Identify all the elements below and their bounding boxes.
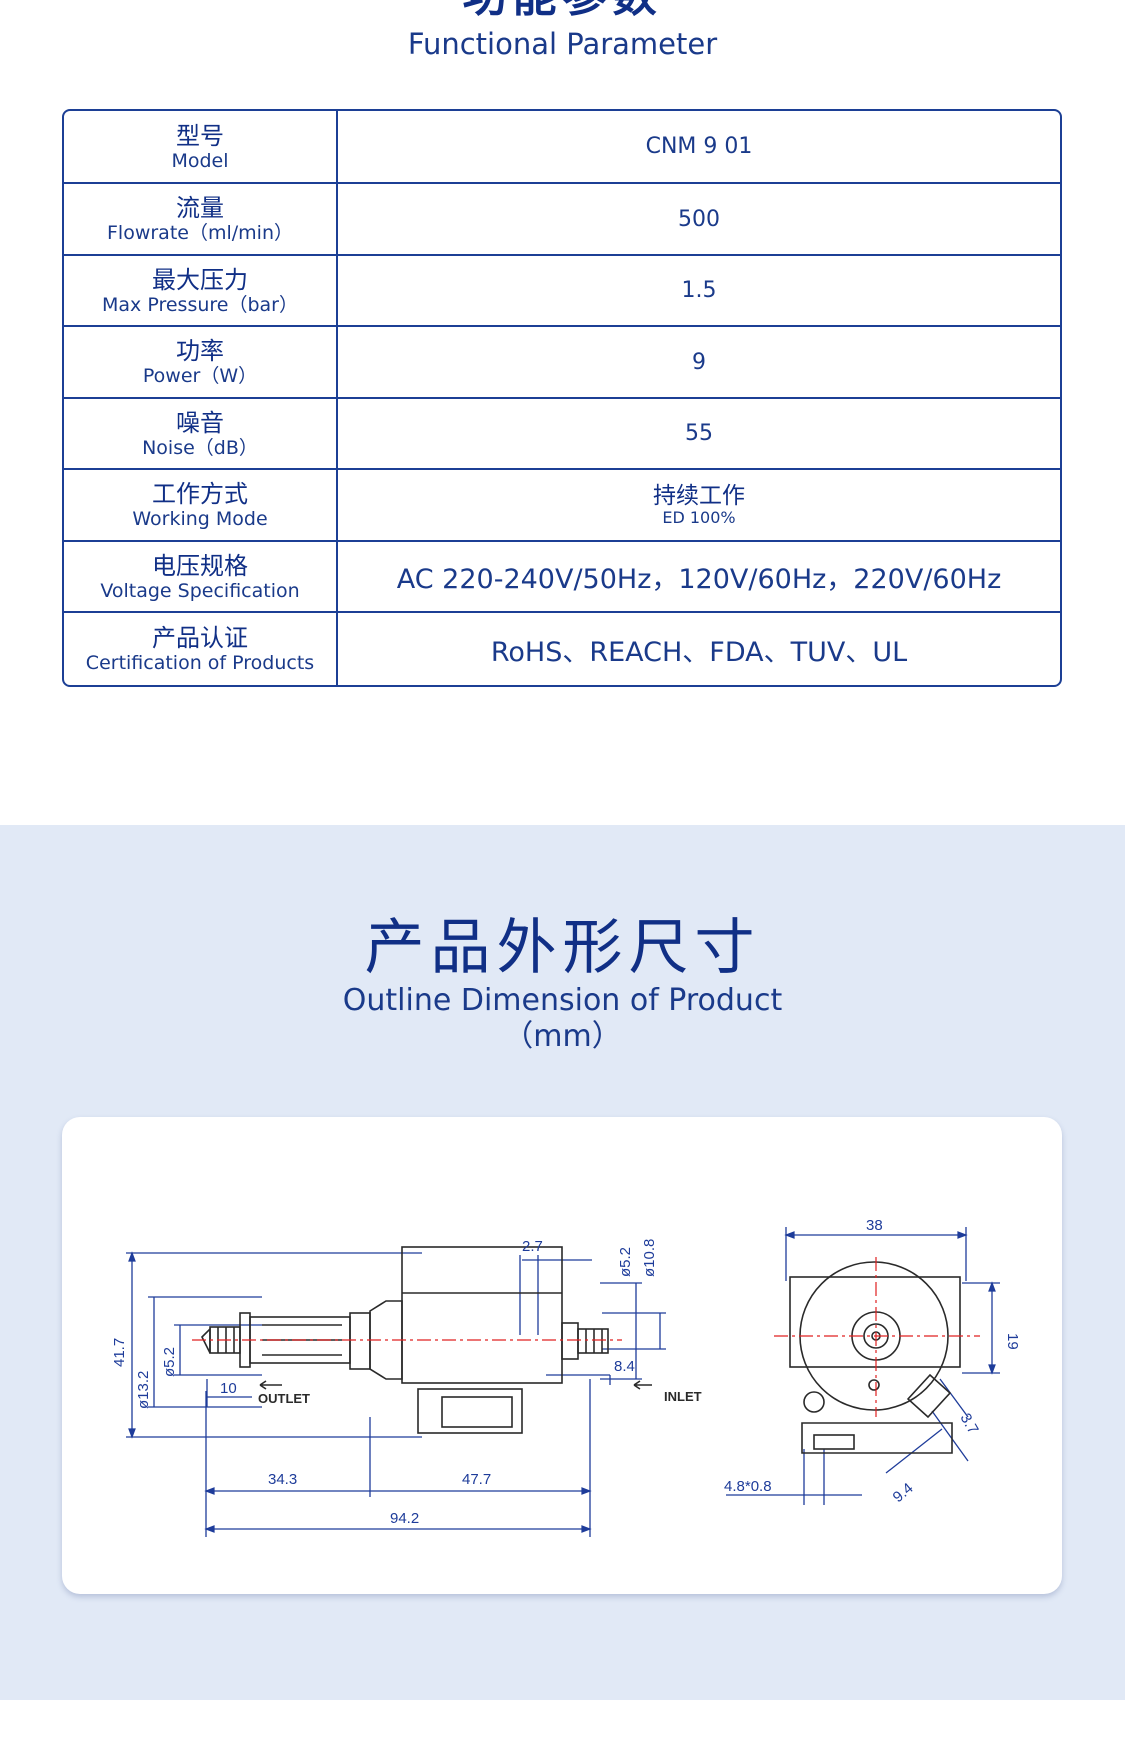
table-row: 流量 Flowrate（ml/min） 500 (64, 182, 1060, 254)
outlet-label: OUTLET (258, 1391, 310, 1406)
dim-label: ø13.2 (135, 1371, 152, 1409)
row-value: AC 220-240V/50Hz，120V/60Hz，220V/60Hz (396, 564, 1002, 595)
label-en: Power（W） (142, 365, 258, 387)
flow-labels: OUTLET INLET (258, 1389, 702, 1406)
label-cn: 噪音 (176, 408, 224, 437)
dim-label: 19 (1004, 1333, 1021, 1350)
dim-label: 9.4 (890, 1480, 917, 1506)
row-label: 流量 Flowrate（ml/min） (64, 184, 338, 254)
table-row: 工作方式 Working Mode 持续工作 ED 100% (64, 468, 1060, 540)
dimension-unit: （mm） (503, 1019, 622, 1054)
dimension-title-en: Outline Dimension of Product (342, 983, 783, 1018)
spec-table: 型号 Model CNM 9 01 流量 Flowrate（ml/min） 50… (62, 109, 1062, 687)
dimension-lines (126, 1227, 1000, 1537)
dim-label: 10 (220, 1380, 237, 1397)
table-row: 最大压力 Max Pressure（bar） 1.5 (64, 254, 1060, 325)
row-value: 9 (692, 349, 706, 375)
dim-label: 38 (866, 1217, 883, 1234)
label-cn: 型号 (176, 121, 224, 150)
dim-label: 34.3 (268, 1471, 297, 1488)
label-cn: 功率 (176, 337, 224, 365)
label-en: Certification of Products (85, 652, 315, 674)
value-cn: 持续工作 (653, 483, 745, 509)
section-title-cn: 功能参数 (0, 0, 1125, 22)
dim-label: 4.8*0.8 (724, 1478, 772, 1495)
dim-label: ø10.8 (641, 1239, 658, 1277)
dimension-section: 产品外形尺寸 Outline Dimension of Product （mm） (0, 825, 1125, 1700)
label-cn: 电压规格 (152, 551, 248, 580)
dimension-title-cn: 产品外形尺寸 (364, 913, 761, 983)
value-sub: ED 100% (662, 508, 736, 527)
table-row: 产品认证 Certification of Products RoHS、REAC… (64, 611, 1060, 685)
table-row: 电压规格 Voltage Specification AC 220-240V/5… (64, 540, 1060, 611)
table-row: 功率 Power（W） 9 (64, 325, 1060, 397)
label-en: Flowrate（ml/min） (107, 222, 293, 244)
row-value: 500 (678, 206, 720, 232)
label-cn: 产品认证 (152, 624, 248, 652)
technical-drawing: 2.7 38 41.7 ø13.2 ø5.2 10 ø5.2 ø10.8 8.4… (111, 1217, 1021, 1537)
label-cn: 工作方式 (152, 480, 248, 508)
technical-drawing-card: 2.7 38 41.7 ø13.2 ø5.2 10 ø5.2 ø10.8 8.4… (62, 1117, 1062, 1594)
row-label: 功率 Power（W） (64, 327, 338, 397)
row-value: 55 (685, 421, 713, 446)
dim-label: 94.2 (390, 1510, 419, 1527)
label-cn: 流量 (176, 194, 224, 222)
row-label: 型号 Model (64, 111, 338, 182)
dim-label: 8.4 (614, 1358, 635, 1375)
label-en: Working Mode (132, 508, 268, 530)
page-bottom (0, 1700, 1125, 1748)
dim-label: 41.7 (111, 1338, 128, 1367)
dim-label: 3.7 (957, 1411, 982, 1438)
row-value: 1.5 (681, 278, 717, 303)
dim-label: ø5.2 (161, 1347, 178, 1377)
section-title-en: Functional Parameter (407, 27, 718, 61)
inlet-label: INLET (664, 1389, 702, 1404)
row-label: 产品认证 Certification of Products (64, 613, 338, 685)
dimension-arrows (128, 1231, 996, 1533)
label-en: Max Pressure（bar） (102, 293, 298, 316)
label-en: Model (171, 149, 229, 172)
label-en: Voltage Specification (100, 579, 300, 602)
dim-label: 2.7 (522, 1238, 543, 1255)
label-cn: 最大压力 (152, 265, 248, 294)
row-value: RoHS、REACH、FDA、TUV、UL (490, 636, 908, 668)
pump-end-view (789, 1261, 961, 1454)
dim-label: ø5.2 (617, 1247, 634, 1277)
label-en: Noise（dB） (142, 436, 258, 459)
table-row: 噪音 Noise（dB） 55 (64, 397, 1060, 468)
row-value: CNM 9 01 (645, 134, 753, 159)
row-label: 电压规格 Voltage Specification (64, 542, 338, 611)
table-row: 型号 Model CNM 9 01 (64, 111, 1060, 182)
row-label: 最大压力 Max Pressure（bar） (64, 256, 338, 325)
row-value: 持续工作 ED 100% (338, 470, 1060, 540)
row-label: 噪音 Noise（dB） (64, 399, 338, 468)
row-label: 工作方式 Working Mode (64, 470, 338, 540)
center-lines (192, 1257, 980, 1417)
dim-label: 47.7 (462, 1471, 491, 1488)
